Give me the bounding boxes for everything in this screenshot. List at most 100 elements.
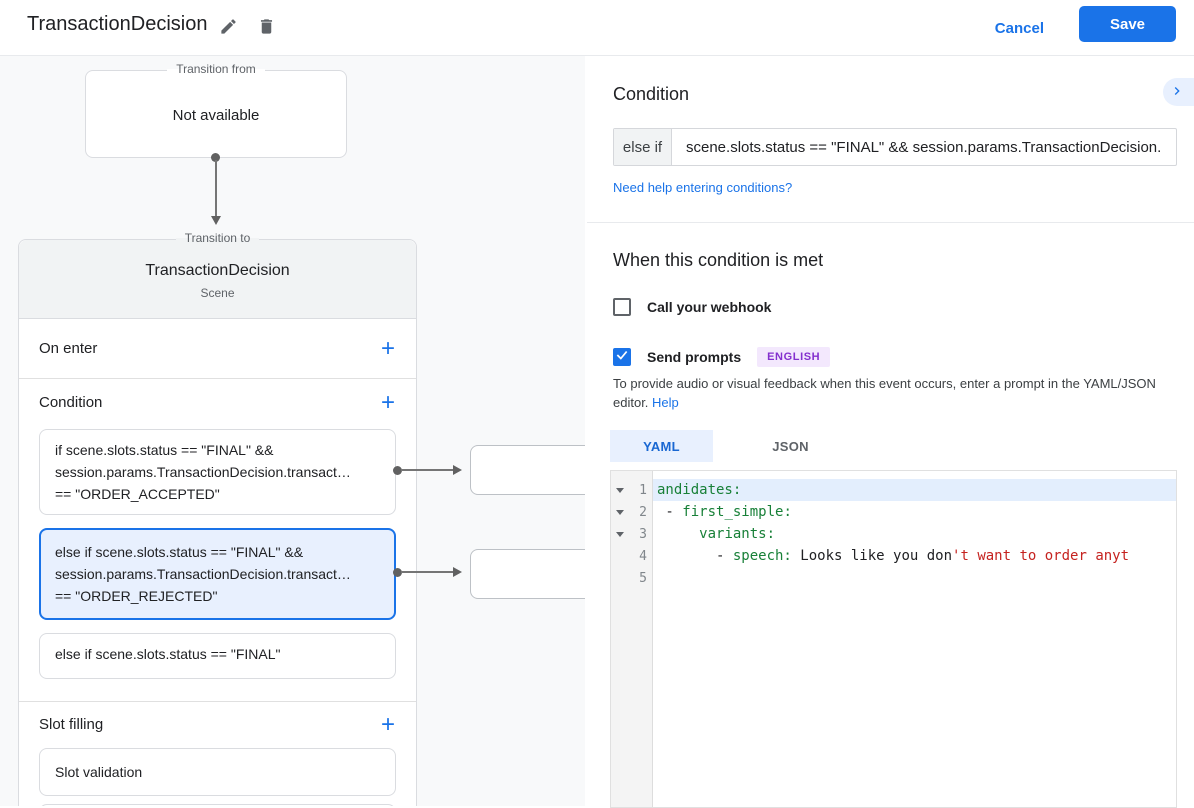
trash-icon xyxy=(257,17,276,39)
connector-line xyxy=(215,160,217,216)
code-line-5 xyxy=(653,567,1176,589)
chevron-right-icon xyxy=(1169,83,1185,102)
add-on-enter-button[interactable]: + xyxy=(374,335,402,363)
editor-format-tabs: YAML JSON xyxy=(610,430,868,462)
pencil-icon xyxy=(219,17,238,39)
send-prompts-label: Send prompts xyxy=(647,349,742,365)
scene-type-label: Scene xyxy=(200,286,235,300)
condition-expression-input[interactable] xyxy=(672,129,1176,165)
checkmark-icon xyxy=(615,348,629,367)
line-number: 4 xyxy=(639,548,647,564)
yaml-plain: Looks like you don xyxy=(791,548,953,564)
send-prompts-checkbox[interactable] xyxy=(613,348,631,366)
condition-line: == "ORDER_REJECTED" xyxy=(55,588,218,604)
scene-diagram-canvas: Transition from Not available Transition… xyxy=(0,56,585,806)
yaml-string: 't want to order anyt xyxy=(952,548,1130,564)
tab-yaml[interactable]: YAML xyxy=(610,430,713,462)
webhook-option-row: Call your webhook xyxy=(613,298,771,316)
condition-line: if scene.slots.status == "FINAL" && xyxy=(55,442,274,458)
arrow-right-icon xyxy=(453,567,462,577)
plus-icon: + xyxy=(380,334,395,362)
connector-line xyxy=(401,571,453,573)
save-button[interactable]: Save xyxy=(1079,6,1176,42)
yaml-code-editor: 1 2 3 4 5 and xyxy=(610,470,1177,808)
code-line-1: andidates: xyxy=(653,479,1176,501)
yaml-key: andidates: xyxy=(657,482,742,498)
yaml-key: variants: xyxy=(699,526,776,542)
line-number: 5 xyxy=(639,570,647,586)
on-enter-section: On enter + xyxy=(19,319,416,379)
slot-validation-card[interactable]: Slot validation xyxy=(39,748,396,796)
condition-line: session.params.TransactionDecision.trans… xyxy=(55,566,351,582)
add-condition-button[interactable]: + xyxy=(374,389,402,417)
condition-section-heading: Condition + xyxy=(19,379,416,426)
condition-expression-field: else if xyxy=(613,128,1177,166)
top-bar: TransactionDecision Cancel Save xyxy=(0,0,1194,56)
plus-icon: + xyxy=(380,388,395,416)
code-line-4: - speech: Looks like you don't want to o… xyxy=(653,545,1176,567)
section-divider xyxy=(19,701,416,702)
condition-panel-heading: Condition xyxy=(613,84,690,104)
scene-card: Transition to TransactionDecision Scene … xyxy=(18,229,417,806)
panel-divider xyxy=(587,222,1194,223)
delete-scene-button[interactable] xyxy=(250,12,282,44)
transition-target-box[interactable] xyxy=(470,445,585,495)
yaml-plain: - xyxy=(657,504,683,520)
condition-prefix-label: else if xyxy=(614,129,672,165)
condition-card-final[interactable]: else if scene.slots.status == "FINAL" xyxy=(39,633,396,679)
condition-editor-panel: Condition else if Need help entering con… xyxy=(585,56,1194,808)
fold-arrow-icon[interactable] xyxy=(616,531,624,537)
line-number: 3 xyxy=(639,526,647,542)
line-number: 2 xyxy=(639,504,647,520)
connector-line xyxy=(401,469,453,471)
connector-dot xyxy=(211,153,220,162)
code-line-2: - first_simple: xyxy=(653,501,1176,523)
add-slot-button[interactable]: + xyxy=(374,711,402,739)
arrow-right-icon xyxy=(453,465,462,475)
transition-from-box[interactable]: Transition from Not available xyxy=(85,60,347,158)
call-webhook-label: Call your webhook xyxy=(647,299,772,315)
editor-code-area[interactable]: andidates: - first_simple: variants: - s… xyxy=(653,471,1176,807)
scene-name: TransactionDecision xyxy=(145,262,290,279)
condition-help-link[interactable]: Need help entering conditions? xyxy=(613,180,793,195)
on-enter-label: On enter xyxy=(39,340,98,357)
condition-line: else if scene.slots.status == "FINAL" && xyxy=(55,544,304,560)
language-badge: ENGLISH xyxy=(757,347,831,367)
help-link[interactable]: Help xyxy=(652,395,679,410)
transition-from-label: Transition from xyxy=(86,60,346,78)
line-number: 1 xyxy=(639,482,647,498)
page-title: TransactionDecision xyxy=(27,13,208,35)
yaml-key: first_simple: xyxy=(682,504,792,520)
prompt-description: To provide audio or visual feedback when… xyxy=(613,374,1175,412)
slot-filling-section-heading: Slot filling + xyxy=(19,701,416,748)
fold-arrow-icon[interactable] xyxy=(616,487,624,493)
cancel-button[interactable]: Cancel xyxy=(995,12,1044,44)
slot-filling-label: Slot filling xyxy=(39,716,104,733)
transition-target-box[interactable] xyxy=(470,549,585,599)
editor-gutter: 1 2 3 4 5 xyxy=(611,471,653,807)
call-webhook-checkbox[interactable] xyxy=(613,298,631,316)
condition-card-rejected-selected[interactable]: else if scene.slots.status == "FINAL" &&… xyxy=(39,528,396,620)
collapse-panel-button[interactable] xyxy=(1163,78,1194,106)
condition-section-label: Condition xyxy=(39,394,103,411)
transition-from-value: Not available xyxy=(172,107,260,124)
scene-card-header[interactable]: TransactionDecision Scene xyxy=(19,240,416,319)
condition-line: == "ORDER_ACCEPTED" xyxy=(55,486,220,502)
arrow-down-icon xyxy=(211,216,221,225)
yaml-plain: - xyxy=(657,548,733,564)
edit-title-button[interactable] xyxy=(212,12,244,44)
condition-line: else if scene.slots.status == "FINAL" xyxy=(55,646,281,662)
code-line-3: variants: xyxy=(653,523,1176,545)
tab-json[interactable]: JSON xyxy=(713,430,868,462)
yaml-plain xyxy=(657,526,699,542)
connector-dot xyxy=(393,466,402,475)
main-area: Transition from Not available Transition… xyxy=(0,56,1194,808)
condition-line: session.params.TransactionDecision.trans… xyxy=(55,464,351,480)
connector-dot xyxy=(393,568,402,577)
when-condition-met-heading: When this condition is met xyxy=(613,250,824,270)
condition-card-accepted[interactable]: if scene.slots.status == "FINAL" && sess… xyxy=(39,429,396,515)
plus-icon: + xyxy=(380,710,395,738)
fold-arrow-icon[interactable] xyxy=(616,509,624,515)
yaml-key: speech: xyxy=(732,548,792,564)
prompt-description-text: To provide audio or visual feedback when… xyxy=(613,376,1156,410)
